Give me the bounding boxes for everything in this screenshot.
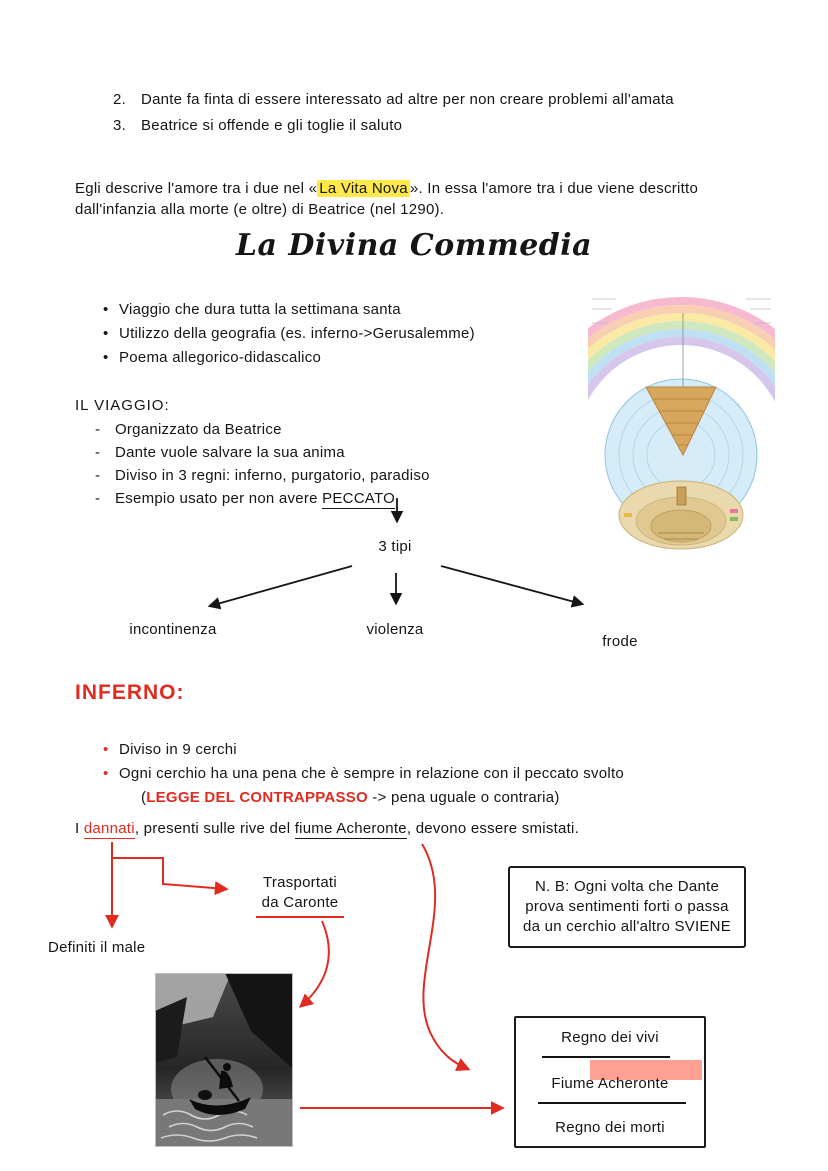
arrow-caronte-to-image (298, 920, 330, 1008)
bullet-icon: • (103, 765, 109, 782)
acheronte-term: fiume Acheronte (294, 820, 407, 839)
list-number: 3. (113, 117, 127, 134)
regni-row-morti: Regno dei morti (555, 1119, 665, 1136)
list-item: • Diviso in 9 cerchi (103, 740, 743, 759)
list-text: Organizzato da Beatrice (115, 421, 282, 438)
numbered-list: 2. Dante fa finta di essere interessato … (113, 90, 758, 142)
list-item: • Ogni cerchio ha una pena che è sempre … (103, 764, 743, 783)
arrow-acheronte-to-box (421, 843, 471, 1072)
sentence-part: , presenti sulle rive del (134, 820, 295, 837)
dante-cosmology-diagram-image (588, 297, 775, 550)
feature-list: • Viaggio che dura tutta la settimana sa… (103, 300, 573, 372)
underlined-word-peccato: PECCATO (322, 490, 396, 509)
sentence-part: , devono essere smistati. (406, 820, 580, 837)
section-heading-inferno: INFERNO: (75, 681, 185, 704)
caronte-label-line: da Caronte (261, 894, 339, 911)
list-item: 3. Beatrice si offende e gli toglie il s… (113, 116, 758, 135)
list-item: • Viaggio che dura tutta la settimana sa… (103, 300, 573, 319)
list-text: Diviso in 3 regni: inferno, purgatorio, … (115, 467, 430, 484)
dash-icon: - (95, 444, 101, 461)
list-item: - Diviso in 3 regni: inferno, purgatorio… (95, 466, 575, 485)
dash-icon: - (95, 490, 101, 507)
divider-line (542, 1056, 670, 1058)
tree-branch-label: frode (602, 633, 638, 650)
caronte-label-line: Trasportati (263, 874, 337, 891)
viaggio-list: - Organizzato da Beatrice - Dante vuole … (95, 420, 575, 512)
bullet-icon: • (103, 349, 109, 366)
dannati-term: dannati (83, 820, 135, 839)
arrow-dannati-to-caronte (112, 857, 229, 896)
tree-root-label: 3 tipi (378, 538, 412, 555)
list-text: Dante vuole salvare la sua anima (115, 444, 345, 461)
nb-box: N. B: Ogni volta che Dante prova sentime… (508, 866, 746, 948)
intro-text: ». In essa l'amore tra i due viene descr… (75, 180, 703, 218)
list-text: Ogni cerchio ha una pena che è sempre in… (119, 765, 624, 782)
definiti-label: Definiti il male (48, 939, 146, 956)
list-text: Utilizzo della geografia (es. inferno->G… (119, 325, 475, 342)
highlighted-title: La Vita Nova (317, 180, 410, 197)
section-heading-viaggio: IL VIAGGIO: (75, 397, 170, 414)
arrow-branch-right (440, 565, 585, 608)
divider-line (538, 1102, 686, 1104)
list-item: - Dante vuole salvare la sua anima (95, 443, 575, 462)
list-item: - Esempio usato per non avere PECCATO (95, 489, 575, 509)
list-text-part: -> pena uguale o contraria) (367, 789, 560, 806)
inferno-list: • Diviso in 9 cerchi • Ogni cerchio ha u… (103, 740, 743, 807)
intro-text: Egli descrive l'amore tra i due nel « (75, 180, 318, 197)
list-subtext: (LEGGE DEL CONTRAPPASSO -> pena uguale o… (141, 788, 743, 807)
tree-branch-label: incontinenza (129, 621, 217, 638)
contrappasso-term: LEGGE DEL CONTRAPPASSO (146, 789, 368, 806)
intro-paragraph: Egli descrive l'amore tra i due nel «La … (75, 178, 775, 220)
list-text: Beatrice si offende e gli toglie il salu… (141, 117, 403, 134)
list-item: - Organizzato da Beatrice (95, 420, 575, 439)
tree-branch-label: violenza (366, 621, 424, 638)
dash-icon: - (95, 467, 101, 484)
list-text: Diviso in 9 cerchi (119, 741, 237, 758)
bullet-icon: • (103, 325, 109, 342)
regni-row-vivi: Regno dei vivi (561, 1029, 659, 1046)
list-text: Poema allegorico-didascalico (119, 349, 322, 366)
caronte-label: Trasportati da Caronte (238, 873, 362, 913)
dash-icon: - (95, 421, 101, 438)
page-title: La Divina Commedia (235, 228, 593, 263)
list-text-part: Esempio usato per non avere (115, 490, 323, 507)
list-text: Viaggio che dura tutta la settimana sant… (119, 301, 401, 318)
dannati-sentence: I dannati, presenti sulle rive del fiume… (75, 819, 755, 839)
regni-box: Regno dei vivi Fiume Acheronte Regno dei… (514, 1016, 706, 1148)
list-text-part: ( (141, 789, 147, 806)
charon-engraving-image (155, 973, 293, 1147)
list-item: • Poema allegorico-didascalico (103, 348, 573, 367)
list-item: 2. Dante fa finta di essere interessato … (113, 90, 758, 109)
list-item: • Utilizzo della geografia (es. inferno-… (103, 324, 573, 343)
list-number: 2. (113, 91, 127, 108)
regni-row-fiume: Fiume Acheronte (551, 1075, 669, 1092)
list-text: Dante fa finta di essere interessato ad … (141, 91, 674, 108)
list-text: Esempio usato per non avere PECCATO (115, 489, 396, 509)
pink-highlight-mark (590, 1060, 702, 1080)
bullet-icon: • (103, 301, 109, 318)
sentence-part: I (75, 820, 84, 837)
arrow-branch-left (207, 565, 353, 610)
bullet-icon: • (103, 741, 109, 758)
